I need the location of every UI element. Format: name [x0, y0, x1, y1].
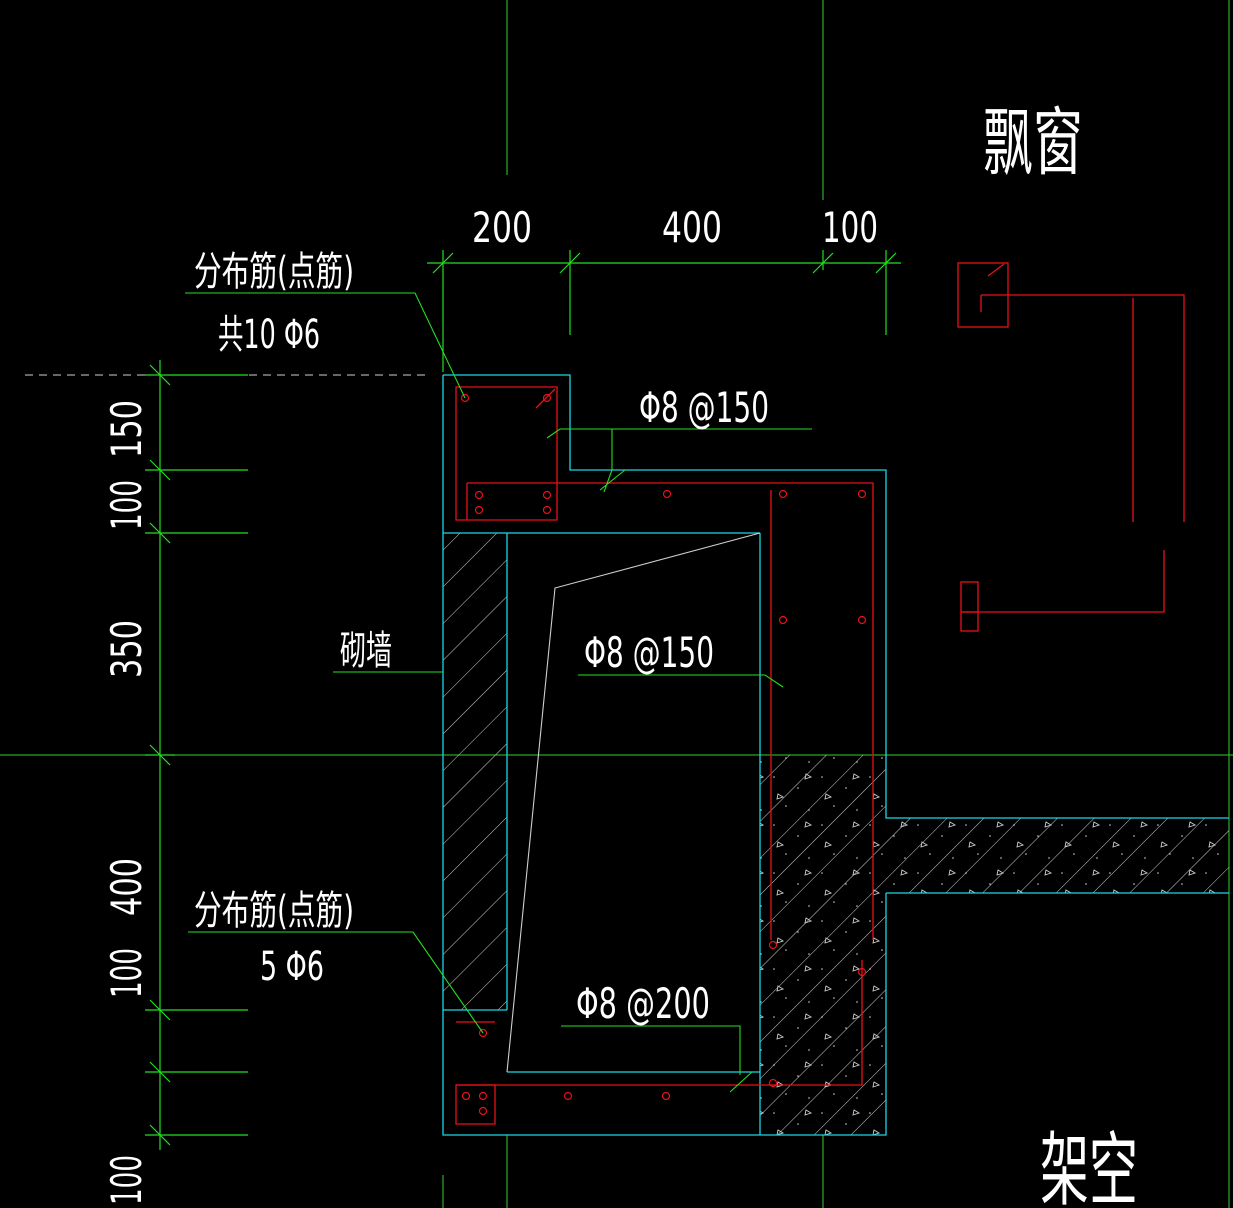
slope-line — [506, 532, 761, 1073]
dim-v-100-c: 100 — [102, 1155, 151, 1205]
v-dim-tick — [149, 999, 171, 1021]
rebar-dot — [778, 489, 788, 499]
concrete-hatch-areas — [760, 755, 1229, 1135]
rebar-dot — [461, 1091, 471, 1101]
masonry-wall-hatch — [443, 533, 507, 1010]
v-dim-tick — [149, 459, 171, 481]
concrete-outline — [442, 374, 1229, 1136]
rebar-dot — [857, 489, 867, 499]
rebar-dot — [768, 940, 778, 950]
leader-rebar-bottom — [561, 1025, 753, 1093]
rebar-dot — [563, 1091, 573, 1101]
label-rebar-top: Φ8 @150 — [639, 383, 769, 432]
rebar-dot — [768, 1078, 778, 1088]
leader-rebar-top — [546, 428, 812, 493]
rebar-bottom-beam — [456, 960, 863, 1086]
rebar-dot — [778, 615, 788, 625]
dim-h-100: 100 — [822, 203, 878, 252]
rebar-dot — [857, 967, 867, 977]
h-dim-tick — [812, 252, 834, 274]
rebar-top-hook — [535, 388, 556, 409]
rebar-right-box-hook — [980, 263, 1005, 312]
rebar-bottom-stirrup — [455, 1084, 496, 1125]
rebar-top-beam — [467, 482, 874, 755]
labels: 飘窗 架空 砌墙 分布筋(点筋) 共10 Φ6 分布筋(点筋) 5 Φ6 Φ8 … — [102, 100, 1138, 1208]
rebar-dot — [478, 1028, 488, 1038]
h-dim-tick — [432, 252, 454, 274]
rebar-dot — [542, 490, 552, 500]
label-dist-bar-top-line1: 分布筋(点筋) — [194, 249, 354, 295]
rebar-dots — [460, 393, 867, 1116]
rebar-dot — [474, 490, 484, 500]
rebar-dot — [460, 393, 470, 403]
rebar-right-bracket — [981, 294, 1185, 522]
dim-v-400: 400 — [102, 858, 151, 916]
h-dim-tick — [559, 252, 581, 274]
rebar-dot — [478, 1106, 488, 1116]
rebar-dot — [661, 1091, 671, 1101]
leader-rebar-mid — [578, 674, 784, 688]
vertical-dimension — [145, 360, 248, 1150]
concrete-slab-dots — [886, 818, 1229, 893]
outer-outline — [442, 374, 1229, 1136]
v-dim-tick — [149, 744, 171, 766]
label-dist-bar-bottom-line2: 5 Φ6 — [260, 944, 324, 990]
leader-lines — [185, 292, 812, 1093]
rebar-dot — [857, 615, 867, 625]
label-rebar-mid: Φ8 @150 — [584, 628, 714, 677]
label-masonry-wall: 砌墙 — [340, 628, 392, 674]
label-rebar-bottom: Φ8 @200 — [576, 979, 710, 1028]
rebar-group — [455, 262, 1185, 1125]
label-bay-window: 飘窗 — [983, 100, 1083, 186]
label-dist-bar-bottom-line1: 分布筋(点筋) — [194, 888, 354, 934]
dim-v-100-a: 100 — [102, 480, 151, 530]
dim-h-400: 400 — [662, 203, 722, 252]
label-stilt-floor: 架空 — [1040, 1124, 1138, 1208]
rebar-dot — [662, 489, 672, 499]
rebar-right-box-bottom — [960, 581, 979, 632]
rebar-right-box-top — [957, 262, 1009, 328]
rebar-top-stirrup — [455, 386, 558, 521]
v-dim-tick — [149, 1124, 171, 1146]
v-dim-tick — [149, 1061, 171, 1083]
leader-dist-bar-top — [185, 292, 466, 399]
label-dist-bar-top-line2: 共10 Φ6 — [218, 312, 320, 358]
horizontal-dimension — [427, 250, 901, 372]
dim-v-350: 350 — [102, 620, 151, 678]
rebar-dot — [474, 505, 484, 515]
dim-v-100-b: 100 — [102, 948, 151, 998]
rebar-dot — [542, 505, 552, 515]
rebar-right-lower — [962, 550, 1165, 613]
leader-dist-bar-bottom — [188, 931, 484, 1034]
rebar-dot — [478, 1091, 488, 1101]
rebar-dot — [542, 393, 552, 403]
v-dim-tick — [149, 522, 171, 544]
concrete-column-dots — [760, 755, 886, 1135]
dim-h-200: 200 — [472, 203, 532, 252]
h-dim-tick — [875, 252, 897, 274]
v-dim-tick — [149, 364, 171, 386]
dim-v-150: 150 — [102, 400, 151, 458]
